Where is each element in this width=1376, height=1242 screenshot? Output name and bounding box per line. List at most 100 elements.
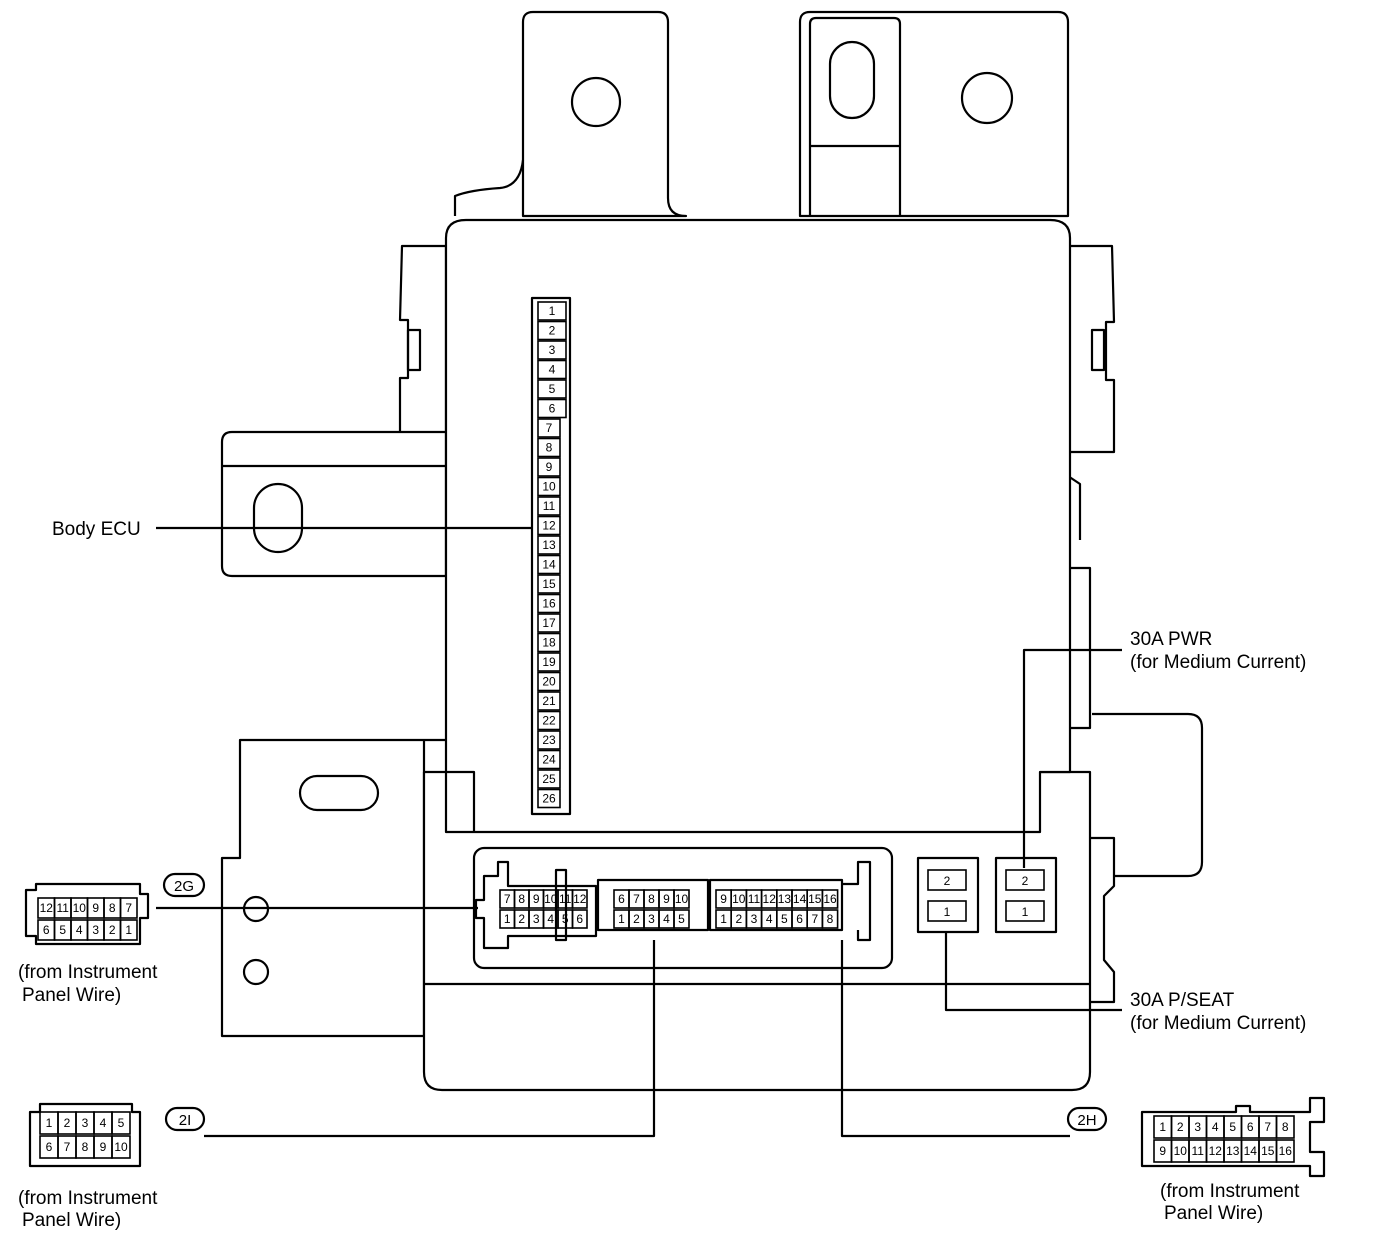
relay-pwr: 2 1 [994, 856, 1058, 934]
ecu-pin-1: 1 [549, 304, 556, 318]
connector-2g-pin-8: 8 [109, 901, 116, 915]
socket-i_bottom-pin-1: 1 [618, 912, 625, 926]
socket-2g-housing [474, 860, 598, 950]
ecu-pin-9-cell [537, 457, 561, 477]
ecu-pin-21-cell [537, 691, 561, 711]
connector-2g-pin-10: 10 [73, 901, 87, 915]
top-slot [828, 40, 876, 120]
ecu-pin-14: 14 [542, 558, 556, 572]
ecu-pin-14-cell [537, 554, 561, 575]
pwr-relay-title: 30A PWR [1130, 629, 1212, 650]
ecu-pin-18-cell [537, 632, 561, 653]
socket-i_bottom-pin-2: 2 [633, 912, 640, 926]
ecu-pin-25: 25 [542, 772, 556, 786]
socket-g_top-pin-10: 10 [544, 892, 558, 906]
connector-2i-pin-10-cell [111, 1135, 131, 1159]
socket-h_top-pin-11: 11 [748, 892, 761, 906]
socket-i_bottom-pin-5-cell [673, 909, 690, 929]
socket-h_bottom-pin-5: 5 [781, 912, 788, 926]
ecu-pin-3: 3 [549, 343, 556, 357]
connector-2h-pin-14: 14 [1244, 1144, 1258, 1158]
socket-i_bottom-pin-4: 4 [663, 912, 670, 926]
ecu-pin-10-cell [537, 476, 561, 497]
connector-2i-source-line2: Panel Wire) [22, 1210, 121, 1231]
ecu-pin-17-cell [537, 613, 561, 633]
connector-2g-housing [24, 882, 150, 946]
connector-2h-source-line2: Panel Wire) [1164, 1203, 1263, 1224]
connector-2h-pin-16: 16 [1279, 1144, 1293, 1158]
leader-lines [156, 526, 1122, 1138]
connector-2g-pin-1: 1 [125, 923, 132, 937]
relay-pseat-pin-top: 2 [944, 874, 951, 888]
connector-2i-pin-4: 4 [100, 1116, 107, 1130]
connector-2h-pin-3: 3 [1194, 1120, 1201, 1134]
relay-pwr-outline [994, 856, 1058, 934]
socket-i_top-pin-10-cell [673, 889, 690, 909]
socket-h_bottom-pin-3: 3 [751, 912, 758, 926]
socket-2i-housing [596, 878, 710, 932]
connector-2g-pin-7-cell [119, 897, 138, 919]
connector-2h-pin-6: 6 [1247, 1120, 1254, 1134]
socket-h_top-pin-12: 12 [763, 892, 777, 906]
connector-2g-pin-5: 5 [59, 923, 66, 937]
socket-h_bottom-pin-7: 7 [811, 912, 818, 926]
socket-i_bottom-pin-3: 3 [648, 912, 655, 926]
ecu-pin-13: 13 [542, 538, 556, 552]
ecu-pin-11: 11 [543, 499, 556, 513]
ecu-pin-16: 16 [542, 597, 556, 611]
ecu-pin-22: 22 [542, 714, 556, 728]
ecu-pin-6: 6 [549, 402, 556, 416]
socket-g_bottom-pin-3: 3 [533, 912, 540, 926]
pseat-relay-leader [944, 932, 1122, 1012]
pwr-relay-leader [1022, 648, 1122, 868]
connector-2h-source-line1: (from Instrument [1160, 1181, 1300, 1202]
top-left-mount-hole [570, 76, 622, 128]
socket-i_top-pin-10: 10 [675, 892, 689, 906]
connector-2i-pin-9: 9 [100, 1140, 107, 1154]
lower-left-small-hole-2 [242, 958, 270, 986]
connector-2h-pin-12: 12 [1209, 1144, 1223, 1158]
ecu-pin-23: 23 [542, 733, 556, 747]
connector-2h-pin-8-cell [1275, 1115, 1295, 1139]
junction-block-housing [220, 10, 1204, 1092]
ecu-pin-8-cell [537, 437, 561, 458]
ecu-pin-25-cell [537, 769, 561, 789]
socket-i_top-pin-7: 7 [633, 892, 640, 906]
socket-i_top-pin-9: 9 [663, 892, 670, 906]
connector-2g-pin-1-cell [119, 919, 138, 941]
connector-2g-pin-4: 4 [76, 923, 83, 937]
socket-g_top-pin-12: 12 [573, 892, 587, 906]
connector-2h-pin-15: 15 [1261, 1144, 1275, 1158]
body-ecu-housing [444, 218, 1072, 834]
connector-2i-pin-5-cell [111, 1111, 131, 1135]
socket-h_top-pin-10: 10 [732, 892, 746, 906]
connector-2g-source-line1: (from Instrument [18, 962, 158, 983]
socket-i_top-pin-6: 6 [618, 892, 625, 906]
ecu-pin-19-cell [537, 652, 561, 672]
connector-2h-tag-badge [1066, 1106, 1108, 1132]
connector-2i-tag-badge [164, 1106, 206, 1132]
pseat-relay-title: 30A P/SEAT [1130, 990, 1235, 1011]
socket-g_bottom-pin-1: 1 [504, 912, 511, 926]
connector-2h-pin-16-cell [1275, 1139, 1295, 1163]
connector-2i-pin-3: 3 [82, 1116, 89, 1130]
connector-2i-pin-1: 1 [46, 1116, 53, 1130]
ecu-pin-10: 10 [542, 480, 556, 494]
relay-pseat: 2 1 [916, 856, 980, 934]
connector-2i-pin-5: 5 [118, 1116, 125, 1130]
ecu-pin-21: 21 [542, 694, 556, 708]
ecu-pin-24: 24 [542, 753, 556, 767]
socket-h_bottom-pin-8-cell [821, 909, 839, 929]
ecu-pin-16-cell [537, 593, 561, 614]
socket-g_bottom-pin-5: 5 [562, 912, 569, 926]
ecu-pin-4: 4 [549, 363, 556, 377]
socket-h_bottom-pin-6: 6 [796, 912, 803, 926]
connector-2i-pin-10: 10 [114, 1140, 128, 1154]
pseat-relay-subtitle: (for Medium Current) [1130, 1013, 1306, 1034]
ecu-pin-20: 20 [542, 675, 556, 689]
ecu-pin-20-cell [537, 671, 561, 692]
socket-h_top-pin-14: 14 [793, 892, 807, 906]
connector-2h-pin-5: 5 [1229, 1120, 1236, 1134]
ecu-pin-15: 15 [542, 577, 556, 591]
